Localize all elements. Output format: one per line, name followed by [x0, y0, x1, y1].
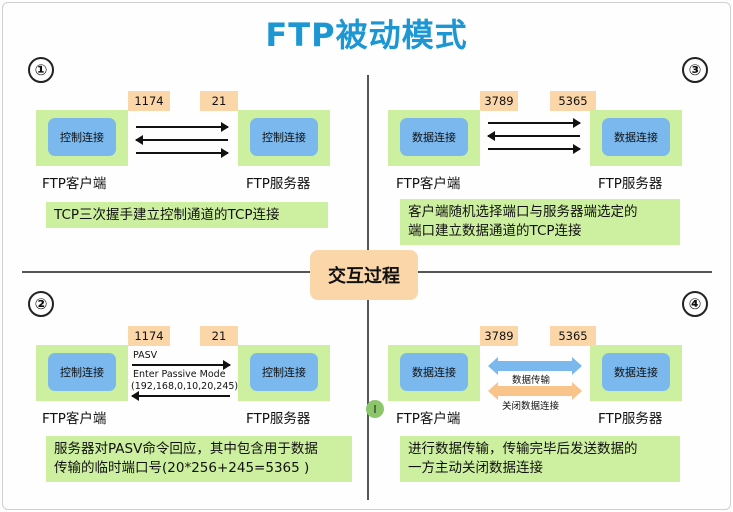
- q1-server-control-connection: 控制连接: [250, 118, 318, 156]
- step-4-number: ④: [682, 291, 708, 317]
- q2-caption: 服务器对PASV命令回应，其中包含用于数据 传输的临时端口号(20*256+24…: [46, 436, 352, 482]
- q1-ack-arrow: [136, 148, 229, 158]
- q3-caption-line-1: 客户端随机选择端口与服务器端选定的: [408, 204, 638, 220]
- q4-caption-line-2: 一方主动关闭数据连接: [408, 460, 543, 476]
- q3-client-data-connection: 数据连接: [400, 118, 468, 156]
- q2-caption-line-1: 服务器对PASV命令回应，其中包含用于数据: [54, 441, 318, 457]
- q3-server-data-connection: 数据连接: [602, 118, 670, 156]
- q3-client-label: FTP客户端: [396, 176, 461, 192]
- q1-client-host: 控制连接: [36, 110, 128, 166]
- q3-client-host: 数据连接: [388, 110, 480, 166]
- q4-close-connection-arrow: [488, 382, 582, 400]
- step-2-number: ②: [28, 291, 54, 317]
- q4-client-data-connection: 数据连接: [400, 353, 468, 391]
- q4-server-data-connection: 数据连接: [602, 353, 670, 391]
- step-1-number: ①: [28, 57, 54, 83]
- q3-syn-arrow: [488, 118, 581, 128]
- q2-server-host: 控制连接: [238, 345, 330, 401]
- q4-close-connection-label: 关闭数据连接: [502, 401, 560, 412]
- q2-server-port: 21: [200, 326, 238, 346]
- q1-client-control-connection: 控制连接: [48, 118, 116, 156]
- q1-server-host: 控制连接: [238, 110, 330, 166]
- q2-server-control-connection: 控制连接: [250, 353, 318, 391]
- q2-client-control-connection: 控制连接: [48, 353, 116, 391]
- q1-client-port: 1174: [128, 91, 170, 111]
- q3-ack-arrow: [488, 144, 581, 154]
- q1-server-label: FTP服务器: [246, 176, 311, 192]
- q3-server-port: 5365: [550, 91, 596, 111]
- q3-caption-line-2: 端口建立数据通道的TCP连接: [408, 223, 582, 239]
- q4-server-port: 5365: [550, 326, 596, 346]
- q1-server-port: 21: [200, 91, 238, 111]
- q2-client-host: 控制连接: [36, 345, 128, 401]
- q2-address-message: (192,168,0,10,20,245): [131, 381, 239, 392]
- q3-server-label: FTP服务器: [598, 176, 663, 192]
- q1-syn-arrow: [136, 122, 229, 132]
- q2-pasv-message: PASV: [133, 350, 158, 361]
- q4-data-transfer-arrow: [488, 357, 582, 375]
- center-label-box: 交互过程: [310, 250, 418, 300]
- q4-caption: 进行数据传输，传输完毕后发送数据的 一方主动关闭数据连接: [400, 436, 680, 482]
- q1-caption: TCP三次握手建立控制通道的TCP连接: [46, 202, 328, 228]
- q3-client-port: 3789: [480, 91, 518, 111]
- q2-reply-arrow: [131, 391, 230, 401]
- q4-client-label: FTP客户端: [396, 411, 461, 427]
- q1-client-label: FTP客户端: [42, 176, 107, 192]
- slide-title: FTP被动模式: [265, 16, 468, 54]
- q1-synack-arrow: [135, 135, 228, 145]
- q3-server-host: 数据连接: [590, 110, 682, 166]
- q2-enter-passive-message: Enter Passive Mode: [133, 369, 226, 380]
- q2-client-port: 1174: [128, 326, 170, 346]
- q4-client-host: 数据连接: [388, 345, 480, 401]
- step-3-number: ③: [682, 57, 708, 83]
- q2-server-label: FTP服务器: [246, 411, 311, 427]
- q2-pasv-arrow: [132, 360, 231, 370]
- q4-client-port: 3789: [480, 326, 518, 346]
- q4-server-host: 数据连接: [590, 345, 682, 401]
- q3-caption: 客户端随机选择端口与服务器端选定的 端口建立数据通道的TCP连接: [400, 199, 680, 245]
- q4-server-label: FTP服务器: [598, 411, 663, 427]
- text-cursor-indicator: I: [366, 400, 384, 418]
- q2-client-label: FTP客户端: [42, 411, 107, 427]
- q4-data-transfer-label: 数据传输: [512, 375, 551, 386]
- q3-synack-arrow: [487, 131, 580, 141]
- q4-caption-line-1: 进行数据传输，传输完毕后发送数据的: [408, 441, 638, 457]
- q2-caption-line-2: 传输的临时端口号(20*256+245=5365 ): [54, 460, 310, 476]
